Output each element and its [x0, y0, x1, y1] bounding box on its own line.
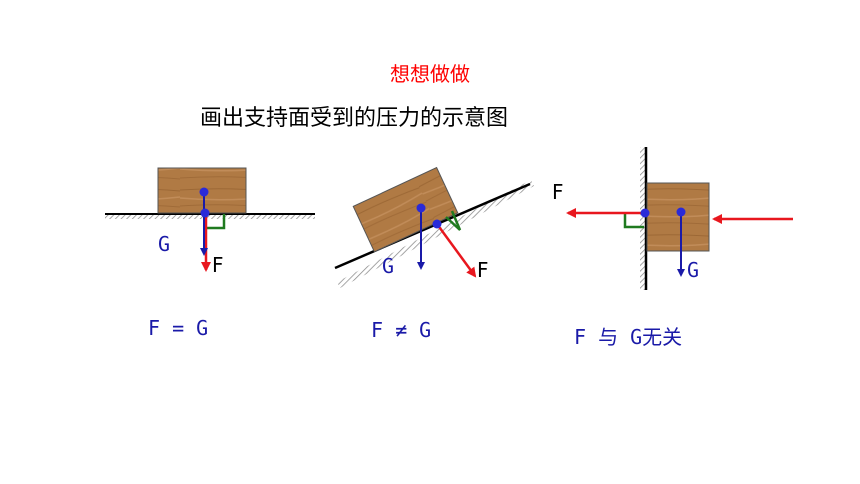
gravity-label: G: [158, 232, 171, 256]
wooden-block: [352, 166, 459, 253]
diagram-horizontal: [105, 167, 315, 272]
wooden-block: [646, 182, 710, 252]
diagram-wall: [566, 147, 793, 290]
diagram-incline: [334, 166, 534, 288]
gravity-label: G: [687, 258, 700, 282]
incline-surface: [334, 182, 531, 270]
equation-label: F 与 G无关: [574, 325, 683, 349]
center-of-gravity-dot: [199, 187, 209, 197]
contact-point-dot: [432, 219, 442, 229]
pressure-arrow: [435, 223, 477, 278]
wall-hatch: [640, 147, 646, 290]
ground-hatch: [105, 214, 315, 219]
right-angle-mark: [623, 212, 644, 229]
pressure-label: F: [212, 253, 224, 277]
center-of-gravity-dot: [416, 203, 426, 213]
equation-label: F = G: [148, 316, 209, 340]
contact-point-dot: [200, 208, 210, 218]
pressure-label: F: [552, 180, 564, 204]
center-of-gravity-dot: [676, 207, 686, 217]
incline-block-group: [352, 166, 459, 253]
gravity-label: G: [382, 254, 395, 278]
slide-subtitle: 画出支持面受到的压力的示意图: [200, 106, 509, 131]
equation-label: F ≠ G: [371, 318, 432, 342]
incline-hatch: [337, 180, 534, 288]
slide-title: 想想做做: [390, 62, 470, 86]
right-angle-mark: [205, 214, 226, 230]
pressure-label: F: [477, 258, 489, 282]
contact-point-dot: [640, 208, 650, 218]
right-angle-mark: [445, 210, 462, 231]
